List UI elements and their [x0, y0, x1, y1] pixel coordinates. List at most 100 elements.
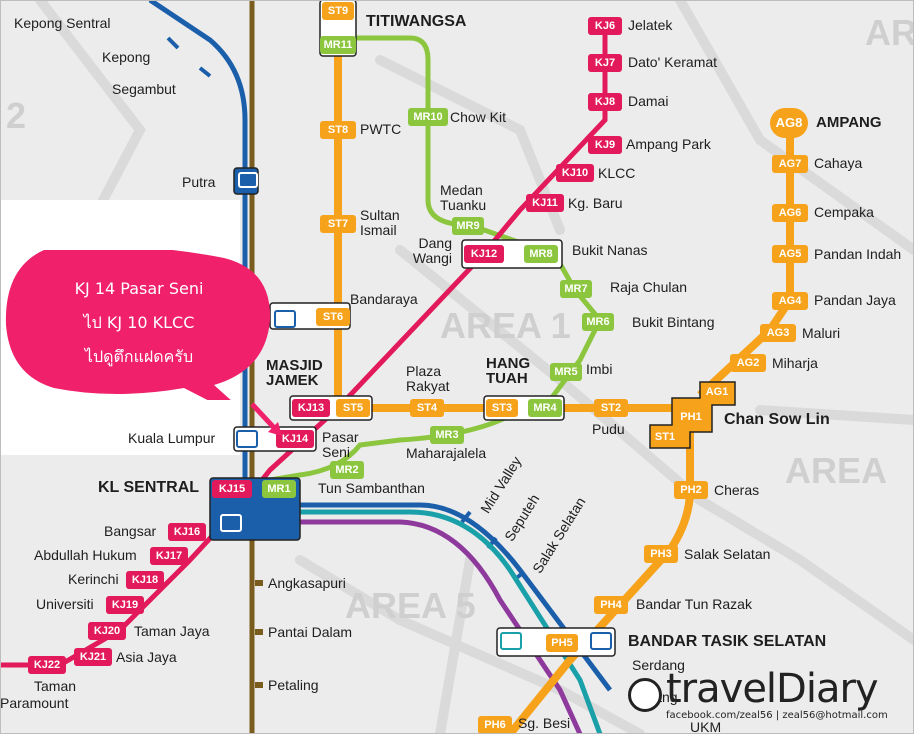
mr6-badge[interactable]: MR6 — [582, 313, 614, 331]
ag2-label: Miharja — [772, 355, 818, 371]
brown-angkasapuri-label: Angkasapuri — [268, 575, 346, 591]
st7-badge[interactable]: ST7 — [320, 215, 356, 233]
kj12-badge[interactable]: KJ12 — [464, 245, 504, 263]
ph4-label: Bandar Tun Razak — [636, 596, 752, 612]
ktm-train-icon — [238, 172, 258, 188]
kj-line — [0, 20, 608, 668]
bubble-line-3: ไปดูตึกแฝดครับ — [84, 347, 194, 366]
mr4-badge[interactable]: MR4 — [528, 399, 562, 417]
titiwangsa-label: TITIWANGSA — [366, 13, 467, 30]
ktm-kuala-lumpur-label: Kuala Lumpur — [128, 430, 216, 446]
chan-sow-lin-label: Chan Sow Lin — [724, 411, 830, 428]
mr5-badge[interactable]: MR5 — [550, 363, 582, 381]
kj14-badge[interactable]: KJ14 — [276, 430, 314, 448]
kj22-badge[interactable]: KJ22 — [28, 656, 66, 674]
st3-badge[interactable]: ST3 — [486, 399, 518, 417]
kj11-badge[interactable]: KJ11 — [526, 194, 564, 212]
st8-label: PWTC — [360, 121, 402, 137]
st2-label: Pudu — [592, 421, 625, 437]
ph1-badge[interactable]: PH1 — [680, 411, 702, 423]
teal-line — [300, 509, 603, 734]
st8-badge[interactable]: ST8 — [320, 121, 356, 139]
travel-diary-logo: travelDiary — [666, 666, 879, 712]
st1-badge[interactable]: ST1 — [654, 431, 676, 443]
kj21-badge[interactable]: KJ21 — [74, 648, 112, 666]
masjid-jamek-label: MASJID JAMEK — [266, 357, 323, 389]
ktm-train-icon — [590, 632, 612, 650]
mr2-badge[interactable]: MR2 — [330, 461, 364, 479]
st5-badge[interactable]: ST5 — [336, 399, 370, 417]
kj17-badge[interactable]: KJ17 — [150, 547, 188, 565]
kj14-label: Pasar Seni — [322, 429, 359, 460]
kj10-badge[interactable]: KJ10 — [556, 164, 594, 182]
kj8-badge[interactable]: KJ8 — [588, 93, 622, 111]
ph3-badge[interactable]: PH3 — [644, 545, 678, 563]
kj9-badge[interactable]: KJ9 — [588, 136, 622, 154]
kj6-label: Jelatek — [628, 17, 673, 33]
kj7-label: Dato' Keramat — [628, 54, 718, 70]
kj20-badge[interactable]: KJ20 — [88, 622, 126, 640]
kj19-badge[interactable]: KJ19 — [106, 596, 144, 614]
ph2-badge[interactable]: PH2 — [674, 481, 708, 499]
kj15-badge[interactable]: KJ15 — [212, 480, 252, 498]
ktm-kepong-label: Kepong — [102, 49, 151, 65]
ag5-badge[interactable]: AG5 — [772, 245, 808, 263]
kl-sentral-label: KL SENTRAL — [98, 479, 200, 496]
ag6-badge[interactable]: AG6 — [772, 204, 808, 222]
ag1-badge[interactable]: AG1 — [705, 386, 729, 398]
ktm-segambut-label: Segambut — [112, 81, 176, 97]
st6-badge[interactable]: ST6 — [316, 308, 350, 326]
mr11-badge[interactable]: MR11 — [320, 36, 356, 54]
mr2-label: Tun Sambanthan — [318, 480, 425, 496]
ag3-badge[interactable]: AG3 — [760, 324, 796, 342]
brown-stop-marker — [255, 629, 263, 635]
kj17-label: Abdullah Hukum — [34, 547, 137, 563]
ag7-label: Cahaya — [814, 155, 863, 171]
ph5-badge[interactable]: PH5 — [546, 634, 578, 652]
mr1-badge[interactable]: MR1 — [262, 480, 296, 498]
bandar-tasik-selatan-label: BANDAR TASIK SELATAN — [628, 633, 827, 650]
area-label: AR — [865, 12, 914, 53]
ktm-train-icon — [274, 310, 296, 328]
chan-sow-lin-interchange — [649, 381, 736, 449]
mr8-label: Bukit Nanas — [572, 242, 648, 258]
ph6-badge[interactable]: PH6 — [478, 716, 512, 734]
kj6-badge[interactable]: KJ6 — [588, 17, 622, 35]
mr7-badge[interactable]: MR7 — [560, 280, 592, 298]
mr10-badge[interactable]: MR10 — [408, 108, 448, 126]
st2-badge[interactable]: ST2 — [594, 399, 628, 417]
area-label: AREA 1 — [440, 305, 571, 346]
ph4-badge[interactable]: PH4 — [594, 596, 628, 614]
mr9-badge[interactable]: MR9 — [452, 217, 484, 235]
ag2-badge[interactable]: AG2 — [730, 354, 766, 372]
mr3-badge[interactable]: MR3 — [430, 426, 464, 444]
st4-badge[interactable]: ST4 — [410, 399, 444, 417]
mr10-label: Chow Kit — [450, 109, 507, 125]
kj8-label: Damai — [628, 93, 669, 109]
speech-bubble-text: KJ 14 Pasar Seni ไป KJ 10 KLCC ไปดูตึกแฝ… — [14, 272, 264, 374]
ag4-label: Pandan Jaya — [814, 292, 896, 308]
mr5-label: Imbi — [586, 361, 613, 377]
mr6-label: Bukit Bintang — [632, 314, 715, 330]
mascot-avatar — [628, 678, 662, 712]
ag7-badge[interactable]: AG7 — [772, 155, 808, 173]
ph6-label: Sg. Besi — [518, 715, 571, 731]
kj18-badge[interactable]: KJ18 — [126, 571, 164, 589]
ktm-train-icon — [236, 430, 258, 448]
ktm-kepong-sentral-label: Kepong Sentral — [14, 15, 111, 31]
mr8-badge[interactable]: MR8 — [524, 245, 558, 263]
kj7-badge[interactable]: KJ7 — [588, 54, 622, 72]
kj16-badge[interactable]: KJ16 — [168, 523, 206, 541]
ag8-badge[interactable]: AG8 — [770, 108, 808, 138]
credit-text: facebook.com/zeal56 | zeal56@hotmail.com — [666, 710, 888, 721]
st4-label: Plaza Rakyat — [406, 363, 450, 394]
mr7-label: Raja Chulan — [610, 279, 688, 295]
speech-bubble-shape — [5, 250, 271, 400]
kj13-badge[interactable]: KJ13 — [292, 399, 330, 417]
st7-label: Sultan Ismail — [360, 207, 400, 238]
hang-tuah-label: HANG TUAH — [486, 355, 531, 387]
st9-badge[interactable]: ST9 — [322, 2, 354, 20]
ktm-putra-label: Putra — [182, 174, 216, 190]
ag4-badge[interactable]: AG4 — [772, 292, 808, 310]
